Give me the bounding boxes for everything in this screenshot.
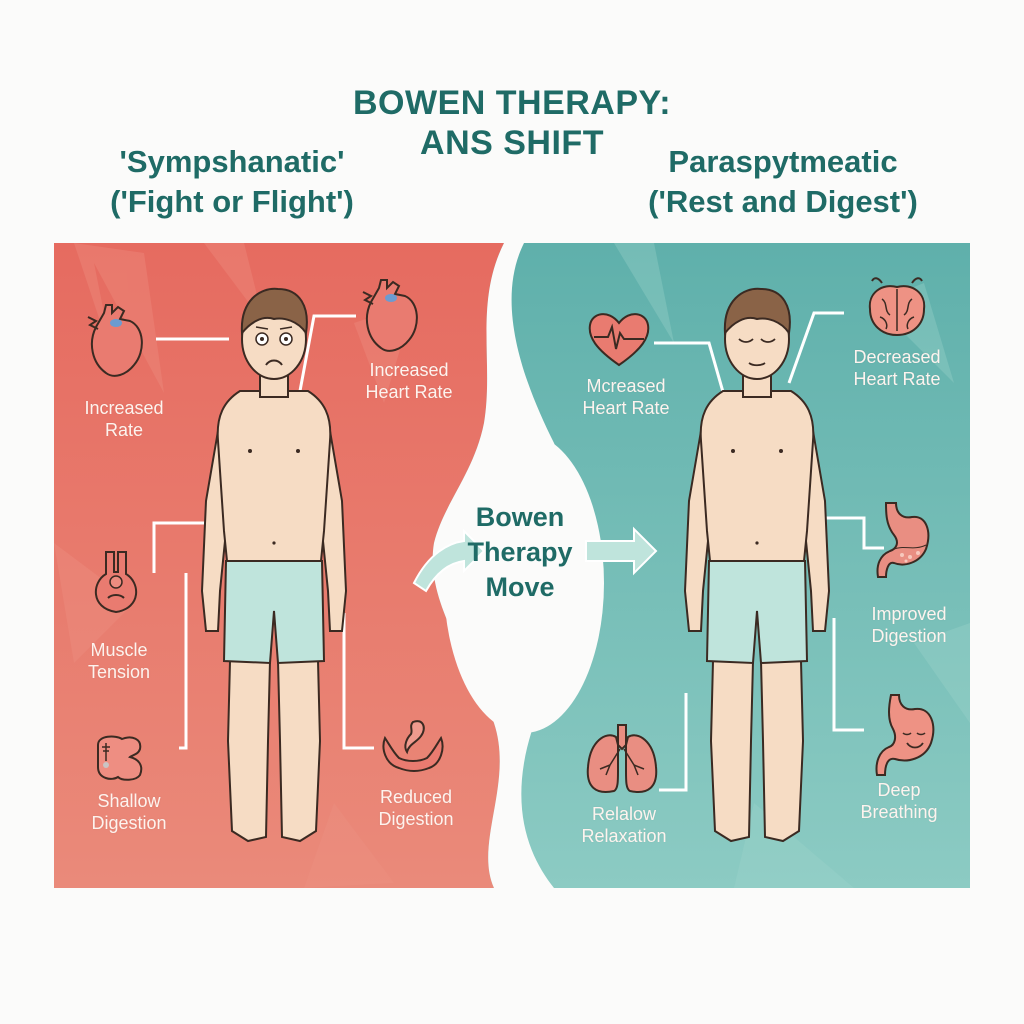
intestine-icon [97,735,143,781]
label-decreased-heart-rate: Decreased Heart Rate [839,346,955,390]
label-line: Rate [104,420,144,440]
label-line: Mcreased [586,376,666,396]
lungs-icon [586,724,658,793]
center-line: Therapy [467,537,573,567]
label-muscle-tension: Muscle Tension [74,639,164,683]
label-line: Heart Rate [365,382,453,402]
center-line: Bowen [475,502,565,532]
label-line: Heart Rate [582,398,670,418]
parasympathetic-header-subtitle: ('Rest and Digest') [648,184,918,219]
heart-icon [87,304,143,377]
smiling-stomach-icon [875,694,935,776]
calm-person-figure [683,287,831,843]
label-line: Digestion [91,813,167,833]
infographic-panel: Increased Rate Increased Heart Rate Musc… [54,243,970,888]
main-title-line1: BOWEN THERAPY: [352,84,672,122]
label-line: Muscle [90,640,148,660]
label-line: Breathing [860,802,938,822]
parasympathetic-header: Paraspytmeatic ('Rest and Digest') [628,142,938,222]
label-line: Tension [87,662,151,682]
brain-icon [868,277,926,337]
main-title-line2: ANS SHIFT [420,124,604,162]
label-line: Increased [369,360,449,380]
label-deep-breathing: Deep Breathing [844,779,954,823]
label-line: Increased [84,398,164,418]
label-line: Reduced [379,787,453,807]
label-relalow-relaxation: Relalow Relaxation [572,803,676,847]
stomach-icon [876,502,930,578]
center-line: Move [485,572,555,602]
label-line: Digestion [871,626,947,646]
label-reduced-digestion: Reduced Digestion [366,786,466,830]
label-line: Improved [871,604,947,624]
label-mcreased-heart-rate: Mcreased Heart Rate [566,375,686,419]
digestive-organ-icon [382,720,444,772]
sympathetic-header-name: 'Sympshanatic' [119,144,345,179]
stressed-person-figure [200,287,348,843]
label-line: Heart Rate [853,369,941,389]
bowen-therapy-move-label: Bowen Therapy Move [440,500,600,605]
sympathetic-header: 'Sympshanatic' ('Fight or Flight') [82,142,382,222]
label-line: Relaxation [581,826,667,846]
sympathetic-header-subtitle: ('Fight or Flight') [110,184,354,219]
label-line: Shallow [97,791,161,811]
bladder-icon [94,551,138,614]
label-increased-rate: Increased Rate [74,397,174,441]
label-shallow-digestion: Shallow Digestion [79,790,179,834]
label-line: Digestion [378,809,454,829]
parasympathetic-header-name: Paraspytmeatic [668,144,898,179]
label-increased-heart-rate: Increased Heart Rate [349,359,469,403]
heart-icon [362,279,418,352]
label-improved-digestion: Improved Digestion [854,603,964,647]
label-line: Relalow [591,804,657,824]
label-line: Deep [877,780,921,800]
label-line: Decreased [853,347,941,367]
heart-pulse-icon [588,313,650,367]
